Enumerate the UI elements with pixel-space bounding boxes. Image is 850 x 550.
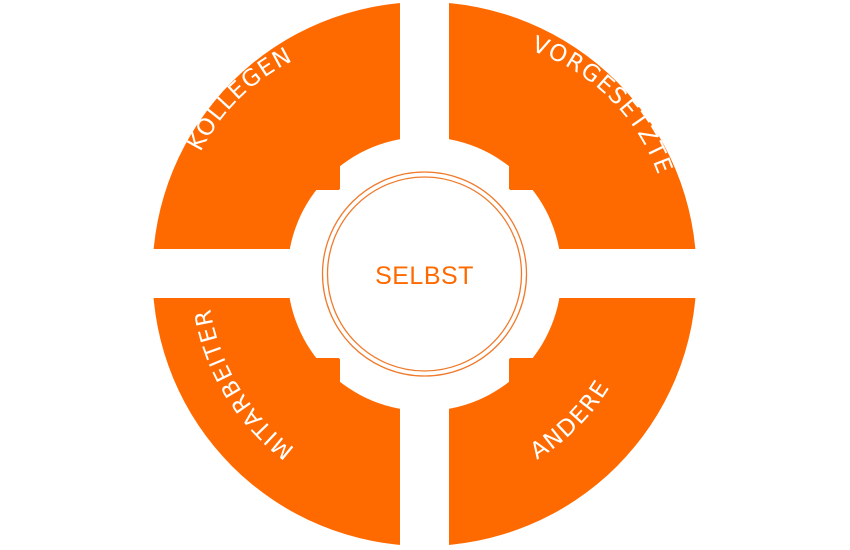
notch-bottom-right bbox=[509, 358, 533, 382]
notch-bottom-left bbox=[316, 358, 340, 382]
center-label: SELBST bbox=[375, 262, 474, 290]
notch-top-left bbox=[316, 166, 340, 190]
center-ring-inner bbox=[326, 176, 523, 372]
center-clear bbox=[304, 154, 545, 394]
center-ring-outer bbox=[321, 171, 528, 377]
notch-top-right bbox=[509, 166, 533, 190]
center-node: SELBST bbox=[321, 171, 528, 377]
